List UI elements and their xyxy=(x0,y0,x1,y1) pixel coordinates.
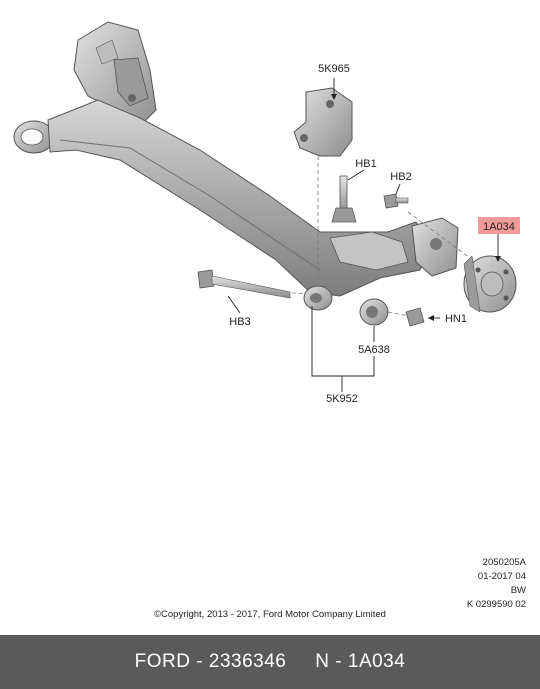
callout-5k965: 5K965 xyxy=(318,63,350,75)
right-spring-seat xyxy=(329,231,409,271)
callout-1a034-highlight xyxy=(478,217,520,234)
drawing-region: BW xyxy=(510,585,526,596)
part-5k952-bushing xyxy=(303,285,333,311)
drawing-info-block: 2050205A 01-2017 04 BW K 0299590 02 xyxy=(467,556,526,612)
callout-hb3: HB3 xyxy=(229,316,250,328)
copyright-notice: ©Copyright, 2013 - 2017, Ford Motor Comp… xyxy=(154,609,386,620)
callout-5a638: 5A638 xyxy=(358,344,390,356)
part-hb3-bolt xyxy=(197,269,291,299)
drawing-code: 2050205A xyxy=(482,557,526,568)
part-5k965-bracket xyxy=(293,87,353,157)
footer-gap xyxy=(286,651,315,673)
callout-hb1: HB1 xyxy=(355,158,376,170)
part-5a638-bushing xyxy=(359,298,389,326)
part-hb2-bolt xyxy=(383,193,409,209)
callout-hb2: HB2 xyxy=(390,171,411,183)
callout-hn1: HN1 xyxy=(445,313,467,325)
drawing-ref: K 0299590 02 xyxy=(466,599,526,610)
footer-sep: - xyxy=(190,651,209,672)
part-hn1-nut xyxy=(405,307,425,327)
footer-n-label: N xyxy=(315,651,330,672)
exploded-diagram: 5K965 HB1 HB2 1A034 HB3 HN1 5A638 5K952 xyxy=(13,21,520,405)
twist-beam-axle xyxy=(13,21,459,297)
footer-part-number: 2336346 xyxy=(208,651,287,672)
part-hb1-bolt xyxy=(331,175,357,223)
part-number-footer: FORD - 2336346 N - 1A034 xyxy=(0,635,540,689)
drawing-date: 01-2017 04 xyxy=(477,571,526,582)
footer-n-sep: - xyxy=(329,651,348,672)
footer-brand: FORD xyxy=(134,651,191,672)
part-1a034-wheel-hub xyxy=(463,255,517,313)
callout-1a034: 1A034 xyxy=(483,221,515,233)
footer-n-value: 1A034 xyxy=(347,651,406,672)
callout-5k952: 5K952 xyxy=(326,393,358,405)
